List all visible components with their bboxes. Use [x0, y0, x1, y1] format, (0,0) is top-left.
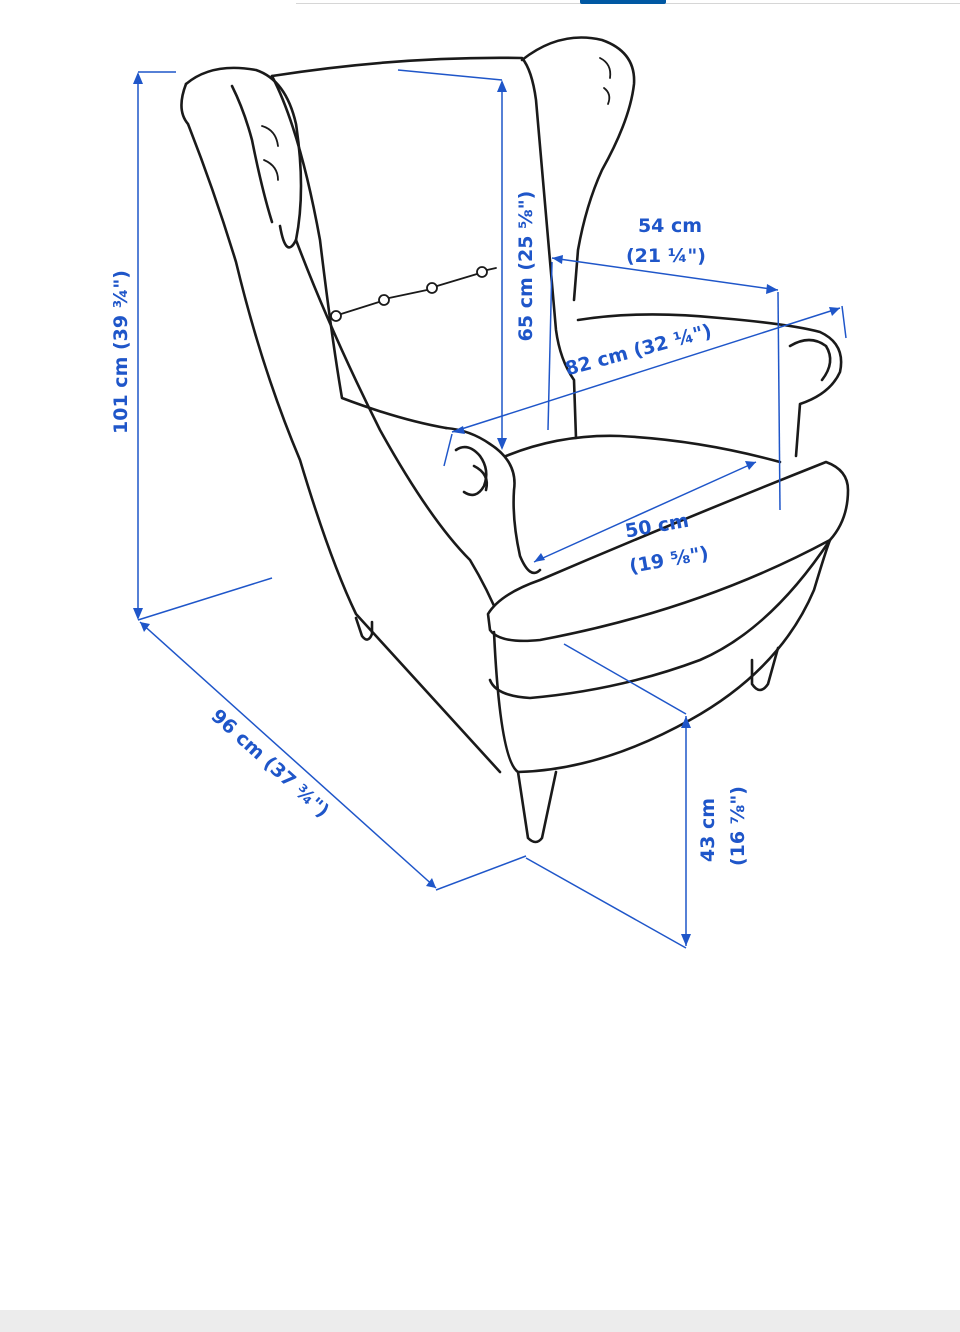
- seat-width-extension-left: [547, 261, 553, 431]
- left-armrest: [444, 426, 542, 575]
- depth-dimension-line: [139, 621, 437, 889]
- back-left-leg: [354, 616, 374, 641]
- left-wing: [184, 66, 303, 249]
- top-bar: [0, 0, 960, 6]
- seat-cushion: [504, 434, 782, 464]
- seat-height-floor-extension: [525, 857, 687, 949]
- width-extension-right: [841, 305, 847, 339]
- seat-height-extension: [563, 643, 687, 715]
- seat-width-label-cm: 54 cm: [638, 215, 702, 237]
- depth-extension-bottom: [435, 855, 527, 891]
- front-left-leg: [516, 770, 558, 844]
- backrest-extension-top: [397, 69, 503, 81]
- front-right-leg: [750, 646, 780, 692]
- chair-side: [294, 238, 502, 622]
- total-width-label: 82 cm (32 ¼"): [563, 320, 714, 380]
- height-extension-bottom: [137, 577, 273, 621]
- button-tufting: [330, 266, 497, 322]
- backrest-panel: [270, 56, 578, 440]
- backrest-height-label: 65 cm (25 ⅝"): [515, 191, 537, 342]
- active-tab-indicator[interactable]: [580, 0, 666, 4]
- width-dimension-line: [451, 307, 841, 433]
- dimension-lines: [133, 69, 847, 949]
- right-armrest: [576, 313, 843, 458]
- seat-width-label-in: (21 ¼"): [626, 245, 706, 267]
- arrowheads: [133, 72, 840, 946]
- seat-depth-dimension-line: [533, 461, 757, 563]
- depth-label: 96 cm (37 ¾"): [207, 705, 334, 822]
- bottom-bar: [0, 1310, 960, 1332]
- total-height-label: 101 cm (39 ¾"): [110, 270, 132, 434]
- seat-height-label-cm: 43 cm: [697, 798, 719, 862]
- front-seat-panel: [486, 460, 850, 643]
- seat-height-label-in: (16 ⅞"): [727, 786, 749, 866]
- armchair-illustration: [180, 36, 850, 844]
- right-wing: [520, 36, 636, 302]
- seat-width-dimension-line: [551, 257, 779, 291]
- chair-dimension-diagram: 101 cm (39 ¾") 96 cm (37 ¾") 65 cm (25 ⅝…: [110, 36, 850, 949]
- width-extension-left: [443, 433, 453, 467]
